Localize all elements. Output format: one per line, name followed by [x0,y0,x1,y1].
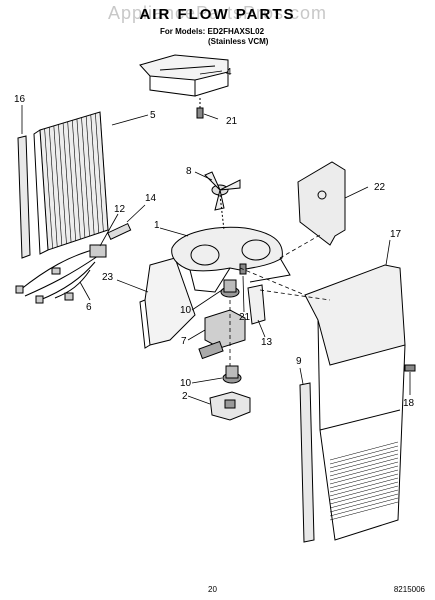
callout-23: 23 [102,272,114,283]
callout-6: 6 [86,302,92,313]
document-number: 8215006 [393,585,425,594]
part-9-strip [299,382,315,543]
part-1-housing [171,226,291,293]
part-23-duct [139,257,196,349]
part-13-bracket [247,284,266,325]
variant-line: (Stainless VCM) [208,37,269,46]
callout-16: 16 [14,94,26,105]
callout-1: 1 [154,220,160,231]
page-number: 20 [208,585,217,594]
callout-2: 2 [182,391,188,402]
screw-18 [404,364,416,372]
callout-21-mid: 21 [239,312,251,323]
callout-17: 17 [390,229,402,240]
part-10-grommet-upper [220,279,240,298]
part-8-fan-blade [204,171,241,231]
callout-18: 18 [403,398,415,409]
callout-12: 12 [114,204,126,215]
callout-22: 22 [374,182,386,193]
callout-10-upper: 10 [180,305,192,316]
screw-21-top [196,98,204,119]
callout-9: 9 [296,356,302,367]
watermark: AppliancePartsPros.com [107,3,328,23]
part-22-panel [297,161,346,246]
part-14-sensor [107,222,132,240]
part-17-cover [304,264,406,541]
part-4-bracket [139,54,229,97]
callout-8: 8 [186,166,192,177]
page-title: AIR FLOW PARTS [139,6,296,23]
part-10-grommet-lower [222,365,242,384]
callout-14: 14 [145,193,157,204]
part-16-strip [17,135,31,259]
callout-7: 7 [181,336,187,347]
callout-21-top: 21 [226,116,238,127]
models-line: For Models: ED2FHAXSL02 [160,27,265,36]
part-2-bracket [209,391,251,421]
part-12-harness [15,244,107,304]
callout-4: 4 [226,67,232,78]
callout-5: 5 [150,110,156,121]
part-5-evaporator [33,111,109,255]
part-7-motor [198,309,246,360]
callout-10-lower: 10 [180,378,192,389]
callout-13: 13 [261,337,273,348]
